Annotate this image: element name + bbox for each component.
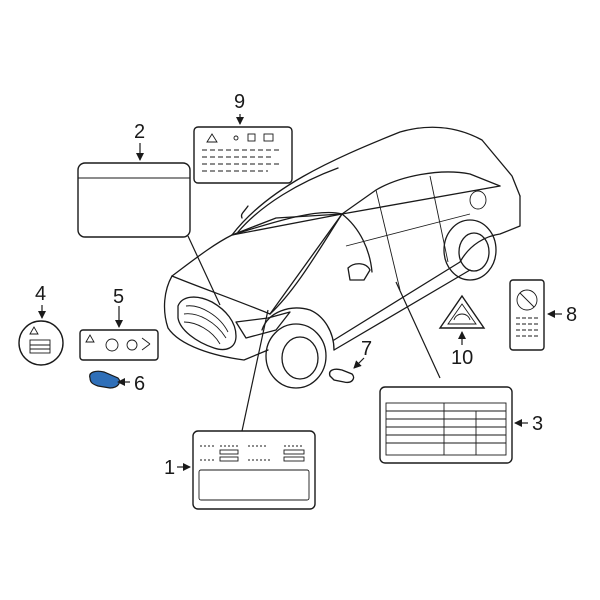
callout-1: 1 — [164, 457, 175, 479]
callout-numbers: 1 2 3 4 5 6 7 8 9 10 — [35, 91, 577, 479]
callout-4: 4 — [35, 283, 46, 305]
callout-2: 2 — [134, 121, 145, 143]
label-4-round-decal — [18, 320, 64, 366]
callout-7: 7 — [361, 338, 372, 360]
callout-9: 9 — [234, 91, 245, 113]
leader-lines — [38, 114, 562, 471]
callout-3: 3 — [532, 413, 543, 435]
label-6-highlighted-part — [89, 370, 121, 389]
label-10-triangle-decal — [438, 294, 486, 329]
label-9-warning-placard — [193, 126, 293, 184]
label-2-blank-label — [77, 162, 191, 238]
callout-8: 8 — [566, 304, 577, 326]
label-1-emission-label — [192, 430, 316, 510]
callout-5: 5 — [113, 286, 124, 308]
callout-6: 6 — [134, 373, 145, 395]
label-3-tire-info-table — [379, 386, 513, 464]
label-5-icon-strip — [79, 329, 159, 361]
label-8-vertical-placard — [509, 279, 545, 351]
callout-10: 10 — [451, 347, 473, 369]
vehicle-illustration — [163, 126, 521, 389]
label-7-small-decal — [328, 368, 355, 384]
